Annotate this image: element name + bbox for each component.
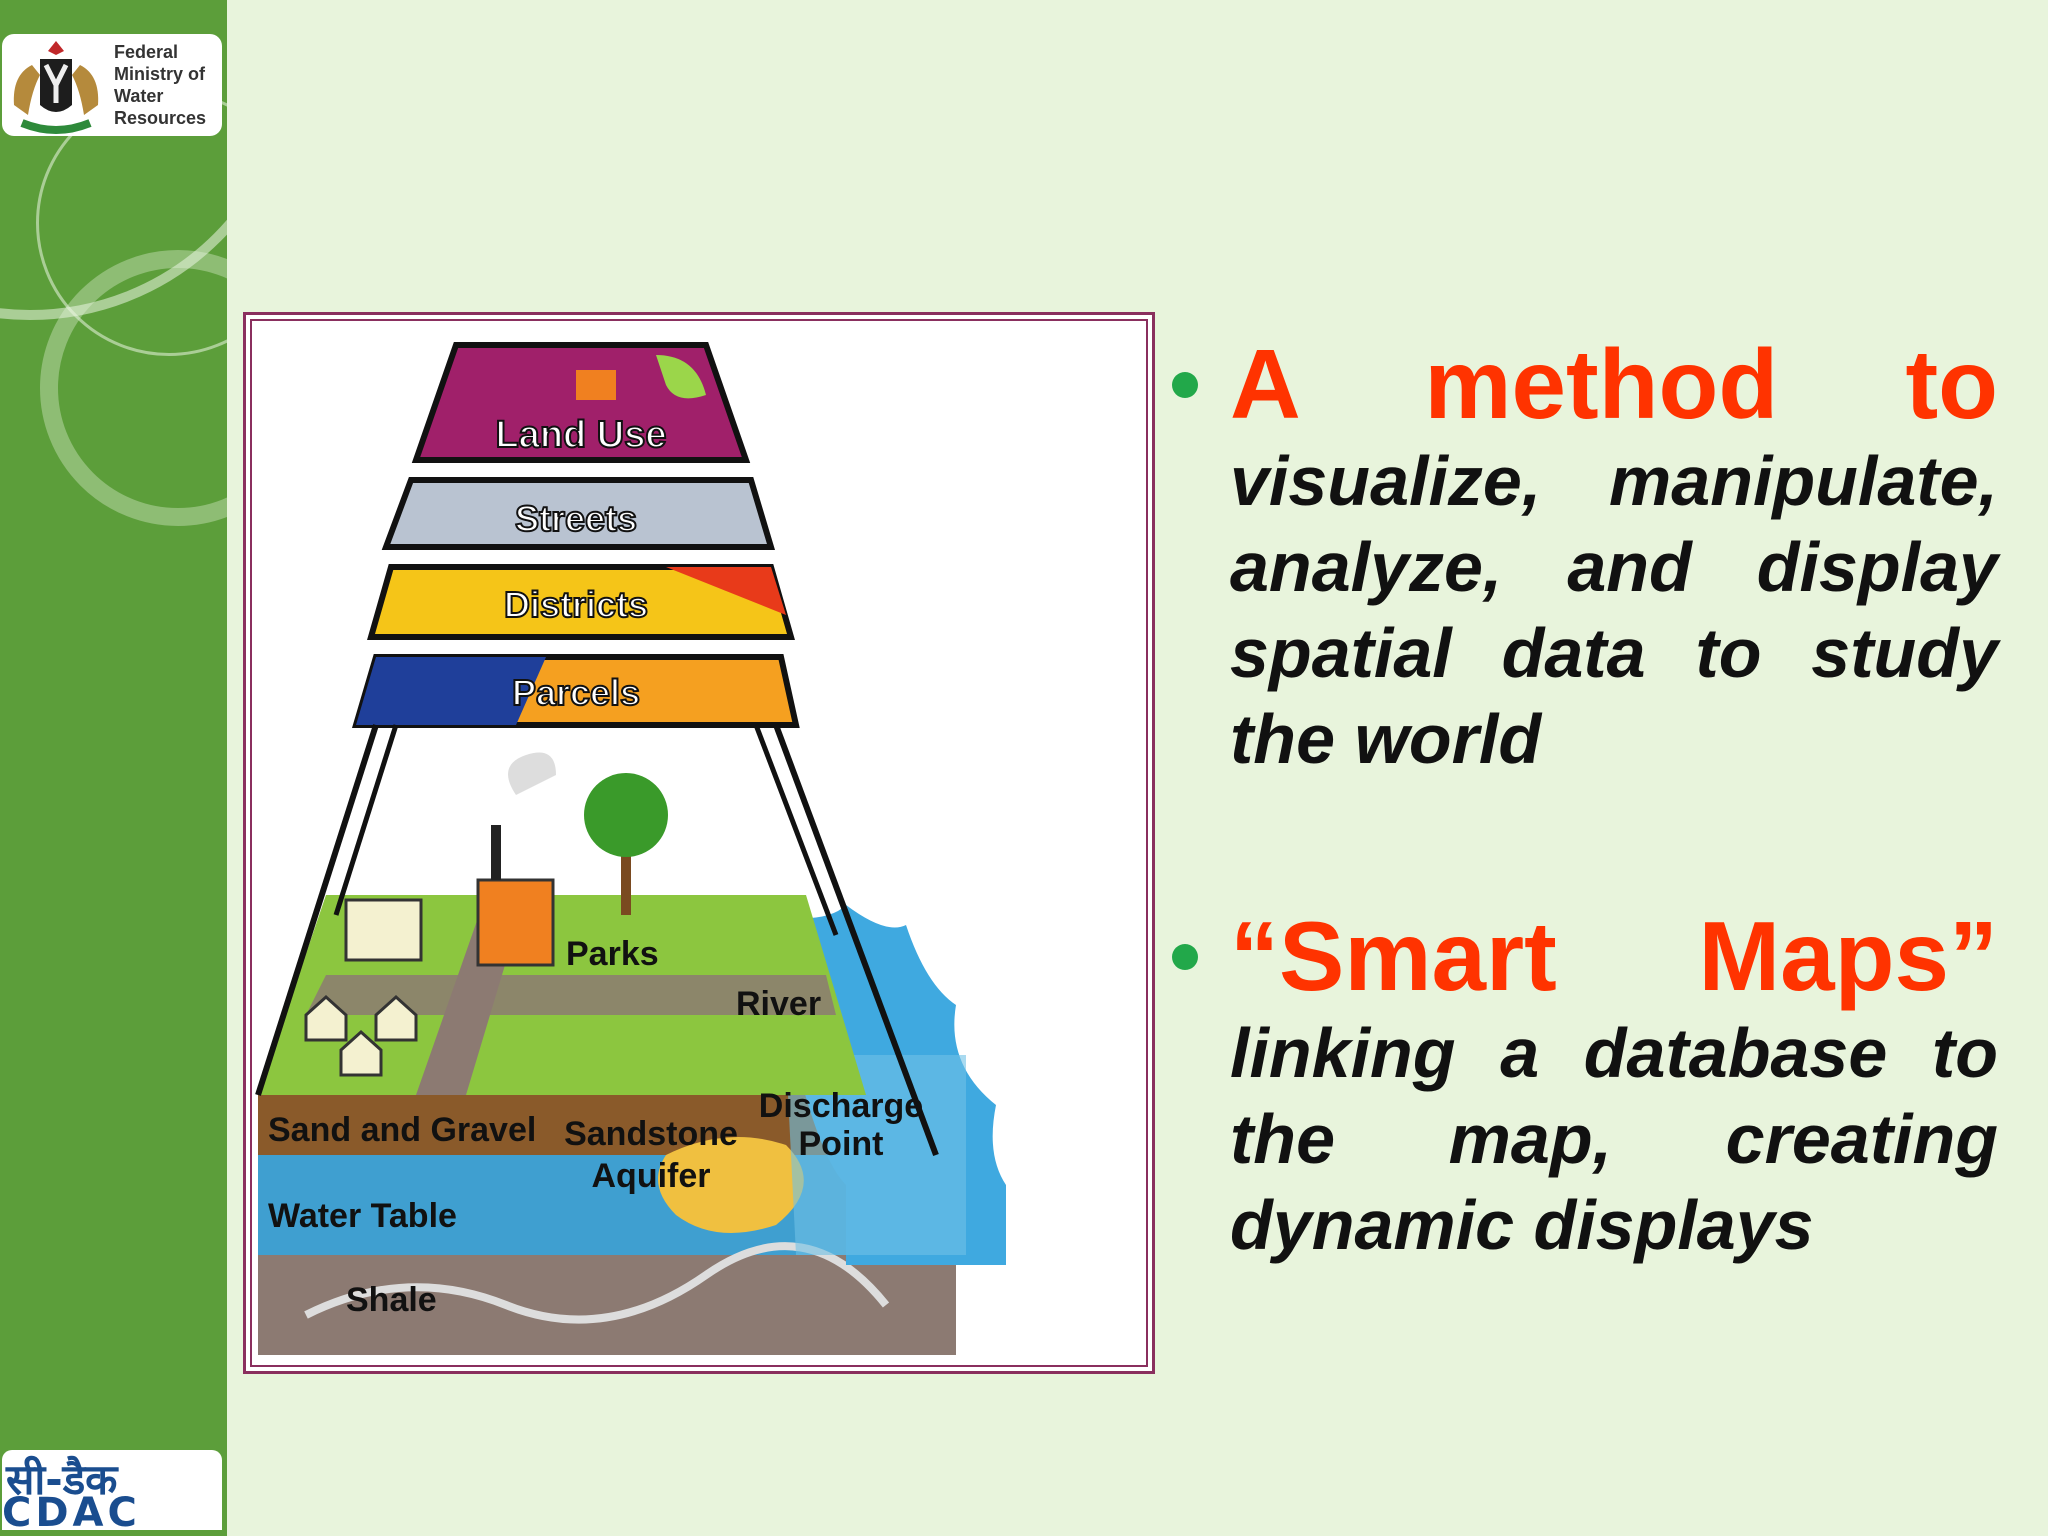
layer-label-parcels: Parcels xyxy=(512,672,640,713)
gis-layers-illustration: Land Use Streets Districts Parcels Parks… xyxy=(255,342,1006,1355)
cdac-latin-text: CDAC xyxy=(2,1490,141,1536)
bullet-dot-icon xyxy=(1172,944,1198,970)
label-shale: Shale xyxy=(346,1281,437,1319)
label-aquifer: Aquifer xyxy=(592,1157,711,1195)
label-sandstone: Sandstone xyxy=(564,1115,738,1153)
ministry-logo: Federal Ministry of Water Resources xyxy=(2,34,222,136)
sidebar: Federal Ministry of Water Resources सी-ड… xyxy=(0,0,227,1536)
layer-label-streets: Streets xyxy=(515,498,637,539)
layer-label-districts: Districts xyxy=(504,584,648,625)
ministry-name: Federal Ministry of Water Resources xyxy=(114,42,207,128)
label-river: River xyxy=(736,985,821,1023)
label-parks: Parks xyxy=(566,935,659,973)
cdac-logo: सी-डैक CDAC xyxy=(2,1450,222,1536)
bullet-item: A method to visualize, manipulate, analy… xyxy=(1168,330,1998,782)
bullet-item: “Smart Maps” linking a database to the m… xyxy=(1168,902,1998,1268)
figure-inner-border xyxy=(250,319,1148,1367)
label-sand-gravel: Sand and Gravel xyxy=(268,1111,536,1149)
label-point: Point xyxy=(799,1125,884,1163)
bullet-dot-icon xyxy=(1172,372,1198,398)
bullet-heading: “Smart Maps” xyxy=(1230,901,1998,1011)
gis-layers-figure: Land Use Streets Districts Parcels Parks… xyxy=(243,312,1155,1374)
bullet-body: visualize, manipulate, analyze, and disp… xyxy=(1230,442,1998,778)
bullet-body: linking a database to the map, creating … xyxy=(1230,1014,1998,1264)
bullet-heading: A method to xyxy=(1230,329,1998,439)
coat-of-arms-icon xyxy=(13,41,99,134)
bullet-list: A method to visualize, manipulate, analy… xyxy=(1168,330,1998,1388)
label-water-table: Water Table xyxy=(268,1197,457,1235)
layer-label-land-use: Land Use xyxy=(495,414,666,456)
cdac-hindi-text: सी-डैक xyxy=(6,1455,118,1504)
label-discharge: Discharge xyxy=(759,1087,923,1125)
